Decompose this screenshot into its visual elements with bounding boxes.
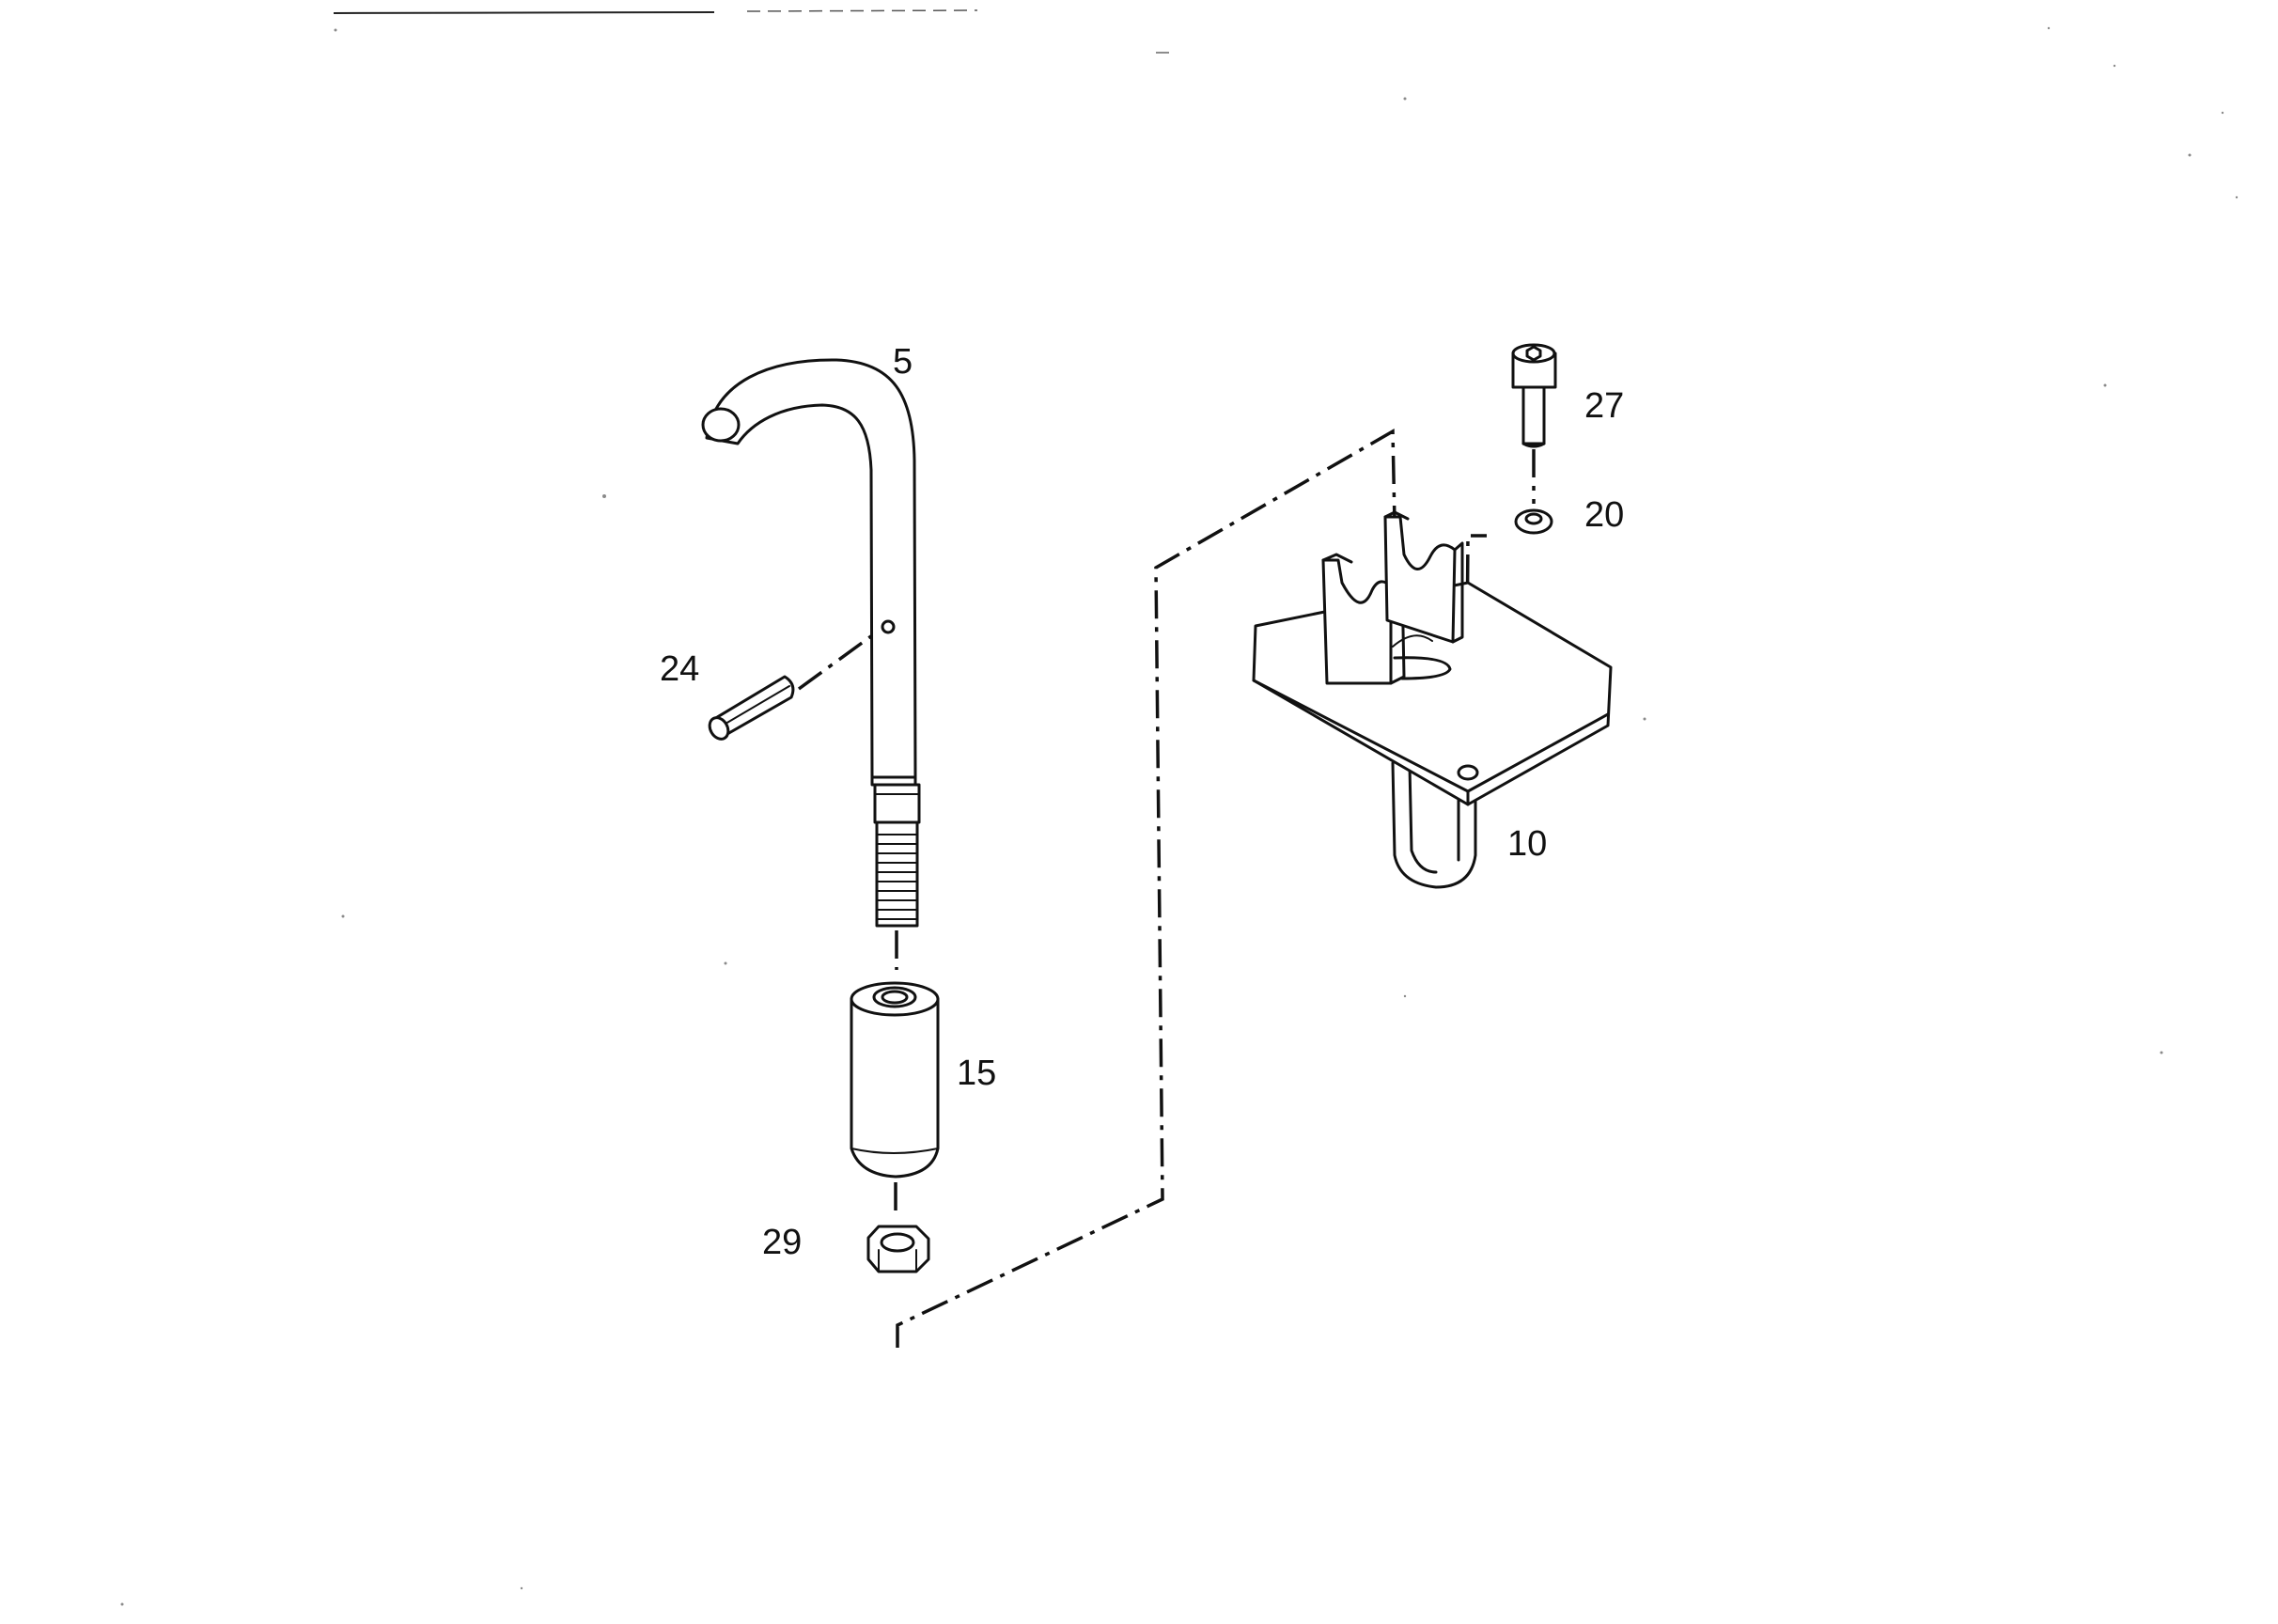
- part-label-29: 29: [762, 1223, 802, 1262]
- scan-artifacts: [120, 9, 2239, 1606]
- sleeve-part: [850, 981, 940, 1179]
- part-label-20: 20: [1584, 495, 1624, 535]
- pin-part: [708, 675, 795, 741]
- hook-rod-part: [701, 358, 921, 928]
- bracket-plate-part: [1252, 510, 1613, 889]
- washer-part: [1514, 508, 1553, 535]
- part-label-24: 24: [660, 649, 699, 689]
- cap-screw-part: [1511, 343, 1557, 448]
- part-label-15: 15: [957, 1054, 996, 1093]
- hex-nut-part: [866, 1225, 930, 1273]
- part-label-10: 10: [1507, 824, 1547, 864]
- part-label-5: 5: [893, 342, 913, 382]
- plate-hole-line: [1464, 534, 1487, 783]
- part-number-labels: 5 24 15 29 27 20 10: [660, 342, 1624, 1262]
- part-label-27: 27: [1584, 386, 1624, 426]
